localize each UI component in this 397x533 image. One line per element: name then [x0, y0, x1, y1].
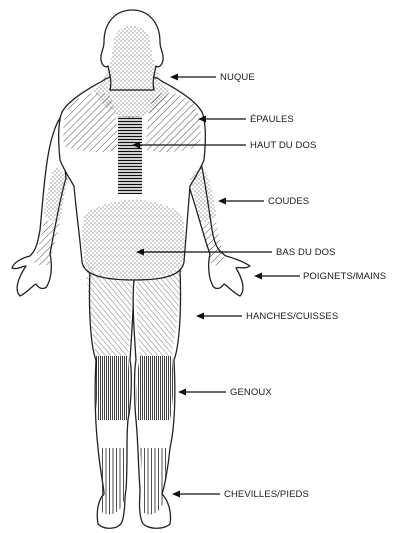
region-knee-right	[137, 356, 174, 420]
region-upper-back	[118, 116, 142, 194]
arrow-wrists-hands	[254, 273, 300, 280]
arrow-hips-thighs	[196, 313, 242, 320]
label-upper-back: HAUT DU DOS	[250, 140, 316, 151]
region-wrist-right	[200, 220, 226, 266]
region-ankle-left	[100, 448, 126, 515]
arrow-shoulders	[198, 116, 246, 123]
arrow-elbows	[218, 198, 264, 205]
label-ankles-feet: CHEVILLES/PIEDS	[224, 489, 309, 500]
arrow-knees	[178, 389, 226, 396]
label-lower-back: BAS DU DOS	[276, 247, 336, 258]
region-knee-left	[95, 356, 129, 420]
label-hips-thighs: HANCHES/CUISSES	[246, 311, 338, 322]
label-shoulders: ÉPAULES	[250, 114, 294, 125]
body-regions	[34, 26, 226, 515]
label-knees: GENOUX	[230, 387, 272, 398]
label-neck: NUQUE	[220, 72, 255, 83]
region-labels: NUQUE ÉPAULES HAUT DU DOS COUDES BAS DU …	[220, 72, 386, 500]
label-wrists-hands: POIGNETS/MAINS	[303, 271, 386, 282]
label-elbows: COUDES	[268, 196, 309, 207]
region-lower-back	[83, 200, 185, 280]
arrow-neck	[170, 74, 216, 81]
arrow-ankles-feet	[172, 491, 220, 498]
